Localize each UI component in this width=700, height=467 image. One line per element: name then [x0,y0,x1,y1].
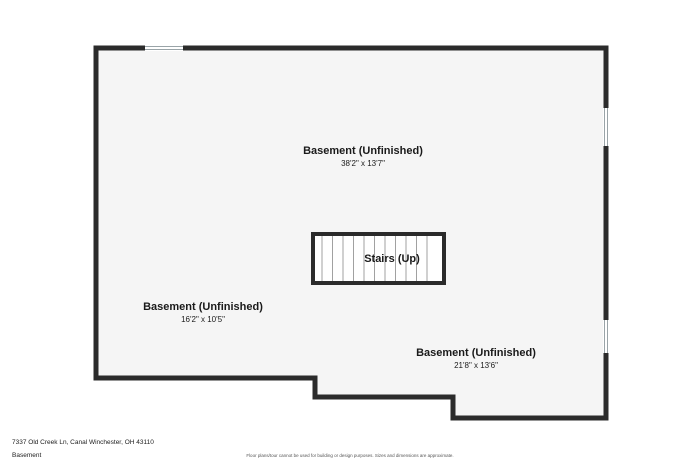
stairs-label: Stairs (Up) [364,253,420,265]
room-label-right: Basement (Unfinished) [416,347,536,359]
room-dims-right: 21'8" x 13'6" [454,361,498,370]
floor-level-label: Basement [12,452,42,459]
room-dims-left: 16'2" x 10'5" [181,315,225,324]
stairs [311,232,446,285]
disclaimer-text: Floor plans/tour cannot be used for buil… [246,453,454,458]
window-right-upper [603,108,609,146]
stair-treads [321,236,428,281]
room-label-main: Basement (Unfinished) [303,145,423,157]
window-top [145,45,183,51]
window-right-lower [603,320,609,353]
room-dims-main: 38'2" x 13'7" [341,159,385,168]
room-label-left: Basement (Unfinished) [143,301,263,313]
property-address: 7337 Old Creek Ln, Canal Winchester, OH … [12,439,154,446]
